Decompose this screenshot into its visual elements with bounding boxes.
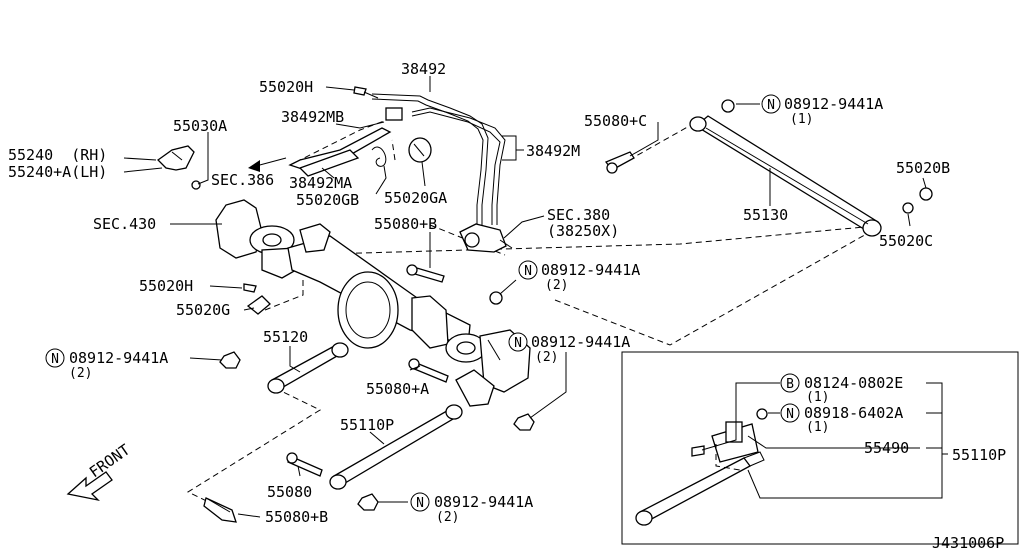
inset-detail-box	[621, 351, 1019, 545]
part-labels: 38492 55020H 38492MB 55030A 55240 (RH) 5…	[8, 60, 1006, 552]
label-08912-bot: 08912-9441A	[434, 493, 533, 511]
qty-08912-top: (1)	[790, 112, 813, 127]
leader-lines	[123, 76, 927, 518]
link-55110P	[329, 404, 463, 490]
label-55080C: 55080+C	[584, 112, 647, 130]
label-sec380-sub: (38250X)	[547, 222, 619, 240]
label-sec380: SEC.380	[547, 206, 610, 224]
label-55240-lh: 55240+A(LH)	[8, 163, 107, 181]
label-55110P: 55110P	[340, 416, 394, 434]
svg-text:N: N	[767, 98, 775, 113]
label-38492: 38492	[401, 60, 446, 78]
bolt-marker: B	[780, 373, 800, 393]
label-55020H-mid: 55020H	[139, 277, 193, 295]
reference-code: J431006P	[932, 534, 1004, 552]
label-55020G: 55020G	[176, 301, 230, 319]
lateral-rod-55130	[689, 115, 882, 237]
label-55080B-mid: 55080+B	[374, 215, 437, 233]
nut-marker: N	[761, 94, 781, 114]
label-55080: 55080	[267, 483, 312, 501]
svg-text:N: N	[514, 336, 522, 351]
label-08912-left: 08912-9441A	[69, 349, 168, 367]
svg-text:N: N	[416, 496, 424, 511]
label-55020C: 55020C	[879, 232, 933, 250]
label-55020GA: 55020GA	[384, 189, 447, 207]
label-front: FRONT	[86, 441, 133, 482]
label-sec430: SEC.430	[93, 215, 156, 233]
front-direction-arrow	[66, 471, 113, 502]
qty-08912-bot: (2)	[436, 510, 459, 525]
label-08912-mid: 08912-9441A	[541, 261, 640, 279]
label-55080B-bot: 55080+B	[265, 508, 328, 526]
svg-text:N: N	[786, 407, 794, 422]
svg-text:N: N	[51, 352, 59, 367]
nut-marker: N	[45, 348, 65, 368]
qty-08912-mid: (2)	[545, 278, 568, 293]
label-55080A: 55080+A	[366, 380, 429, 398]
qty-08124: (1)	[806, 390, 829, 405]
label-sec386: SEC.386	[211, 171, 274, 189]
label-55020B: 55020B	[896, 159, 950, 177]
label-08912-right: 08912-9441A	[531, 333, 630, 351]
brake-hose-assembly	[248, 86, 513, 253]
label-55240-rh: 55240 (RH)	[8, 146, 107, 164]
label-38492MB: 38492MB	[281, 108, 344, 126]
qty-08912-right: (2)	[535, 350, 558, 365]
nut-marker: N	[410, 492, 430, 512]
bolts-and-nuts	[203, 99, 933, 523]
label-08124: 08124-0802E	[804, 374, 903, 392]
nut-marker: N	[518, 260, 538, 280]
link-55120	[267, 342, 349, 394]
label-38492MA: 38492MA	[289, 174, 352, 192]
svg-text:N: N	[524, 264, 532, 279]
label-55020GB: 55020GB	[296, 191, 359, 209]
label-55020H-top: 55020H	[259, 78, 313, 96]
label-55490: 55490	[864, 439, 909, 457]
label-08918: 08918-6402A	[804, 404, 903, 422]
qty-08918: (1)	[806, 420, 829, 435]
label-38492M: 38492M	[526, 142, 580, 160]
label-55110P-inset: 55110P	[952, 446, 1006, 464]
label-08912-top: 08912-9441A	[784, 95, 883, 113]
qty-08912-left: (2)	[69, 366, 92, 381]
label-55030A: 55030A	[173, 117, 227, 135]
label-55120: 55120	[263, 328, 308, 346]
svg-text:B: B	[786, 377, 794, 392]
nut-marker: N	[780, 403, 800, 423]
label-55130: 55130	[743, 206, 788, 224]
nut-marker: N	[508, 332, 528, 352]
bracket-55240	[156, 145, 201, 190]
